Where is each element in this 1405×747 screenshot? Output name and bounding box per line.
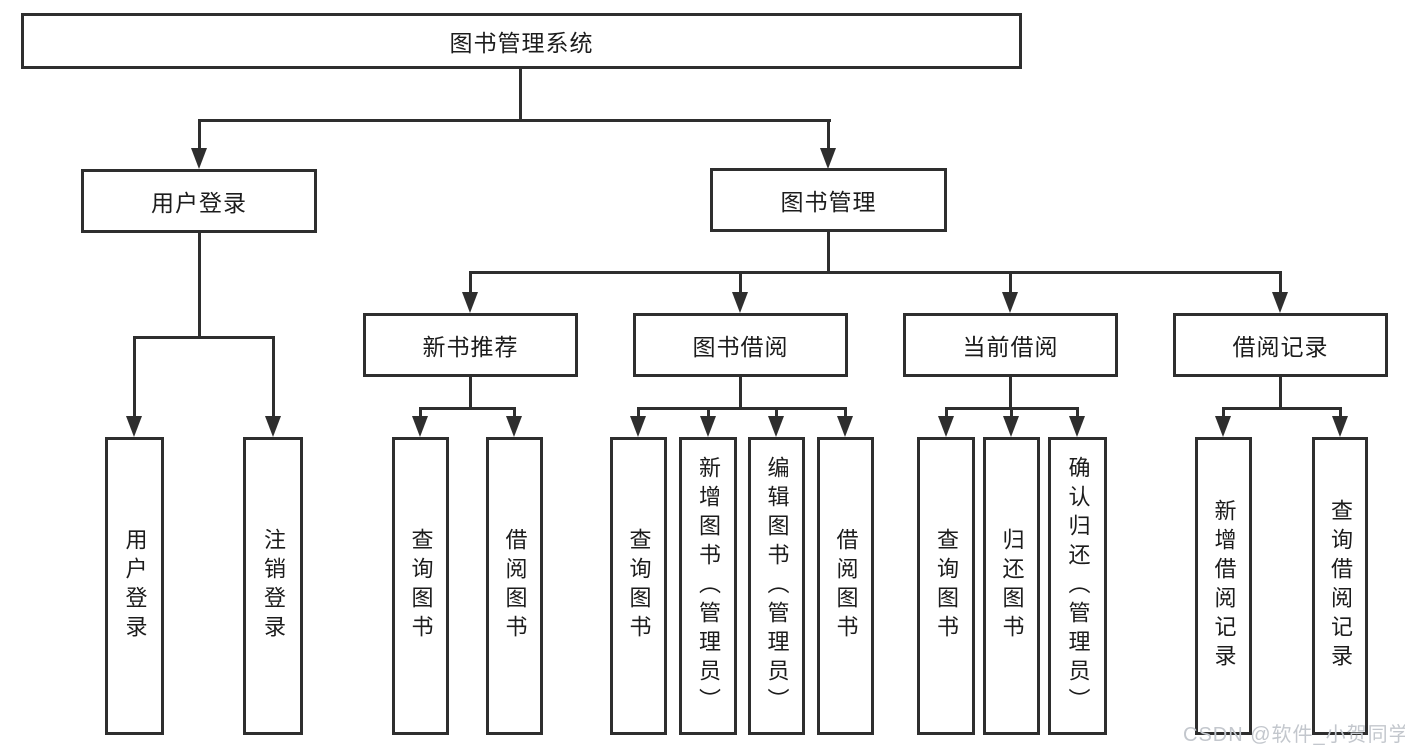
connector-line bbox=[637, 407, 846, 410]
connector-line bbox=[198, 119, 831, 122]
connector-line bbox=[1009, 271, 1012, 294]
connector-line bbox=[1009, 377, 1012, 408]
connector-line bbox=[945, 407, 948, 418]
connector-line bbox=[1339, 407, 1342, 418]
connector-line bbox=[272, 336, 275, 418]
node-label: 借阅图书 bbox=[833, 528, 859, 644]
connector-line bbox=[419, 407, 516, 410]
node-label: 编辑图书（管理员） bbox=[764, 455, 790, 717]
node-label: 用户登录 bbox=[122, 528, 148, 644]
node-label: 借阅图书 bbox=[502, 528, 528, 644]
arrowhead-icon bbox=[1215, 416, 1231, 437]
arrowhead-icon bbox=[768, 416, 784, 437]
node-label: 查询图书 bbox=[408, 528, 434, 644]
connector-line bbox=[739, 377, 742, 408]
node-label: 新增图书（管理员） bbox=[696, 455, 721, 717]
arrowhead-icon bbox=[1002, 292, 1018, 313]
node-label: 图书管理 bbox=[780, 189, 877, 215]
connector-line bbox=[844, 407, 847, 418]
leaf-query-books: 查询图书 bbox=[610, 437, 667, 735]
node-label: 查询借阅记录 bbox=[1328, 499, 1353, 673]
connector-line bbox=[1222, 407, 1225, 418]
connector-line bbox=[198, 119, 201, 150]
leaf-add-books-admin: 新增图书（管理员） bbox=[679, 437, 737, 735]
leaf-return-books: 归还图书 bbox=[983, 437, 1040, 735]
leaf-query-borrow-record: 查询借阅记录 bbox=[1312, 437, 1368, 735]
connector-line bbox=[1010, 407, 1013, 418]
csdn-watermark: CSDN @软件_小贺同学 bbox=[1183, 724, 1405, 746]
leaf-user-login: 用户登录 bbox=[105, 437, 164, 735]
connector-line bbox=[513, 407, 516, 418]
arrowhead-icon bbox=[412, 416, 428, 437]
node-label: 图书借阅 bbox=[692, 334, 789, 360]
arrowhead-icon bbox=[732, 292, 748, 313]
arrowhead-icon bbox=[837, 416, 853, 437]
node-label: 注销登录 bbox=[261, 528, 286, 644]
connector-line bbox=[469, 377, 472, 408]
leaf-query-books-recommend: 查询图书 bbox=[392, 437, 449, 735]
arrowhead-icon bbox=[1332, 416, 1348, 437]
node-current-borrow: 当前借阅 bbox=[903, 313, 1118, 377]
connector-line bbox=[827, 232, 830, 273]
connector-line bbox=[637, 407, 640, 418]
connector-line bbox=[739, 271, 742, 294]
connector-line bbox=[419, 407, 422, 418]
leaf-edit-books-admin: 编辑图书（管理员） bbox=[748, 437, 805, 735]
connector-line bbox=[469, 271, 472, 294]
node-root: 图书管理系统 bbox=[21, 13, 1022, 69]
connector-line bbox=[133, 336, 274, 339]
connector-line bbox=[469, 271, 1282, 274]
arrowhead-icon bbox=[265, 416, 281, 437]
arrowhead-icon bbox=[1069, 416, 1085, 437]
connector-line bbox=[198, 233, 201, 337]
node-book-borrow: 图书借阅 bbox=[633, 313, 848, 377]
node-label: 新增借阅记录 bbox=[1211, 499, 1237, 673]
arrowhead-icon bbox=[506, 416, 522, 437]
node-label: 当前借阅 bbox=[962, 334, 1059, 360]
node-label: 借阅记录 bbox=[1232, 334, 1329, 360]
node-user-login: 用户登录 bbox=[81, 169, 317, 233]
node-label: 确认归还（管理员） bbox=[1065, 455, 1091, 717]
node-label: 图书管理系统 bbox=[449, 30, 594, 56]
arrowhead-icon bbox=[700, 416, 716, 437]
arrowhead-icon bbox=[462, 292, 478, 313]
connector-line bbox=[827, 119, 830, 150]
leaf-logout: 注销登录 bbox=[243, 437, 303, 735]
node-borrow-records: 借阅记录 bbox=[1173, 313, 1388, 377]
connector-line bbox=[133, 336, 136, 418]
connector-line bbox=[1076, 407, 1079, 418]
leaf-borrow-books-recommend: 借阅图书 bbox=[486, 437, 543, 735]
connector-line bbox=[519, 66, 522, 121]
arrowhead-icon bbox=[630, 416, 646, 437]
arrowhead-icon bbox=[1272, 292, 1288, 313]
arrowhead-icon bbox=[820, 148, 836, 169]
node-label: 新书推荐 bbox=[422, 334, 519, 360]
connector-line bbox=[1222, 407, 1342, 410]
leaf-add-borrow-record: 新增借阅记录 bbox=[1195, 437, 1252, 735]
leaf-confirm-return-admin: 确认归还（管理员） bbox=[1048, 437, 1107, 735]
leaf-query-books-current: 查询图书 bbox=[917, 437, 975, 735]
node-label: 查询图书 bbox=[934, 528, 959, 644]
node-book-management: 图书管理 bbox=[710, 168, 947, 232]
connector-line bbox=[775, 407, 778, 418]
arrowhead-icon bbox=[1003, 416, 1019, 437]
node-label: 归还图书 bbox=[999, 528, 1025, 644]
arrowhead-icon bbox=[126, 416, 142, 437]
arrowhead-icon bbox=[191, 148, 207, 169]
connector-line bbox=[707, 407, 710, 418]
connector-line bbox=[1279, 377, 1282, 408]
connector-line bbox=[1279, 271, 1282, 294]
leaf-borrow-books: 借阅图书 bbox=[817, 437, 874, 735]
node-label: 用户登录 bbox=[151, 190, 247, 216]
node-label: 查询图书 bbox=[626, 528, 652, 644]
arrowhead-icon bbox=[938, 416, 954, 437]
node-new-book-recommend: 新书推荐 bbox=[363, 313, 578, 377]
